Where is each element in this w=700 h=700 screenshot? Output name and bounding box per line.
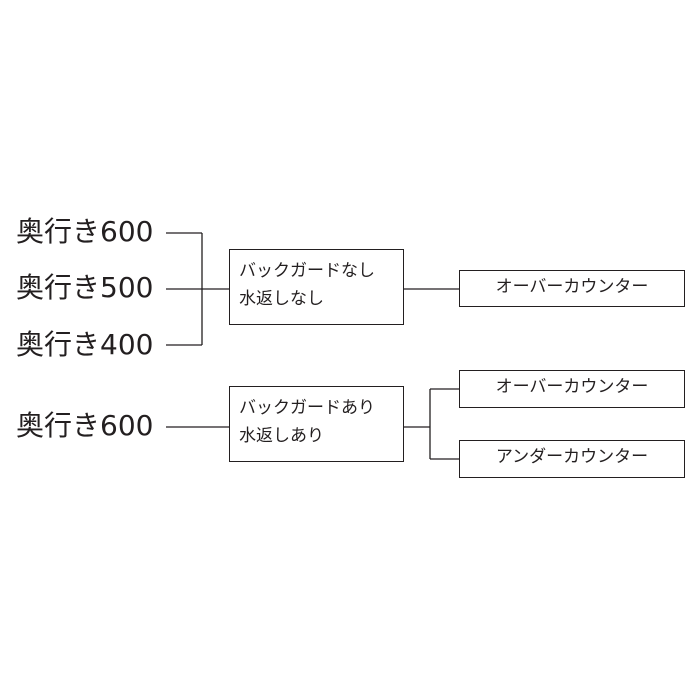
depth-label-600: 奥行き600 xyxy=(16,215,154,248)
condition-box-with-backguard: バックガードあり 水返しあり xyxy=(229,386,404,462)
condition-box-no-backguard: バックガードなし 水返しなし xyxy=(229,249,404,325)
result-under-counter: アンダーカウンター xyxy=(459,440,685,478)
depth-label-500: 奥行き500 xyxy=(16,271,154,304)
depth-label-400: 奥行き400 xyxy=(16,328,154,361)
condition-line-water-return: 水返しなし xyxy=(239,289,324,309)
result-over-counter-1: オーバーカウンター xyxy=(459,270,685,307)
condition-line-water-return: 水返しあり xyxy=(239,426,324,446)
condition-line-backguard: バックガードあり xyxy=(239,398,375,418)
depth-label-600-with-backguard: 奥行き600 xyxy=(16,409,154,442)
result-over-counter-2: オーバーカウンター xyxy=(459,370,685,408)
condition-line-backguard: バックガードなし xyxy=(239,261,375,281)
